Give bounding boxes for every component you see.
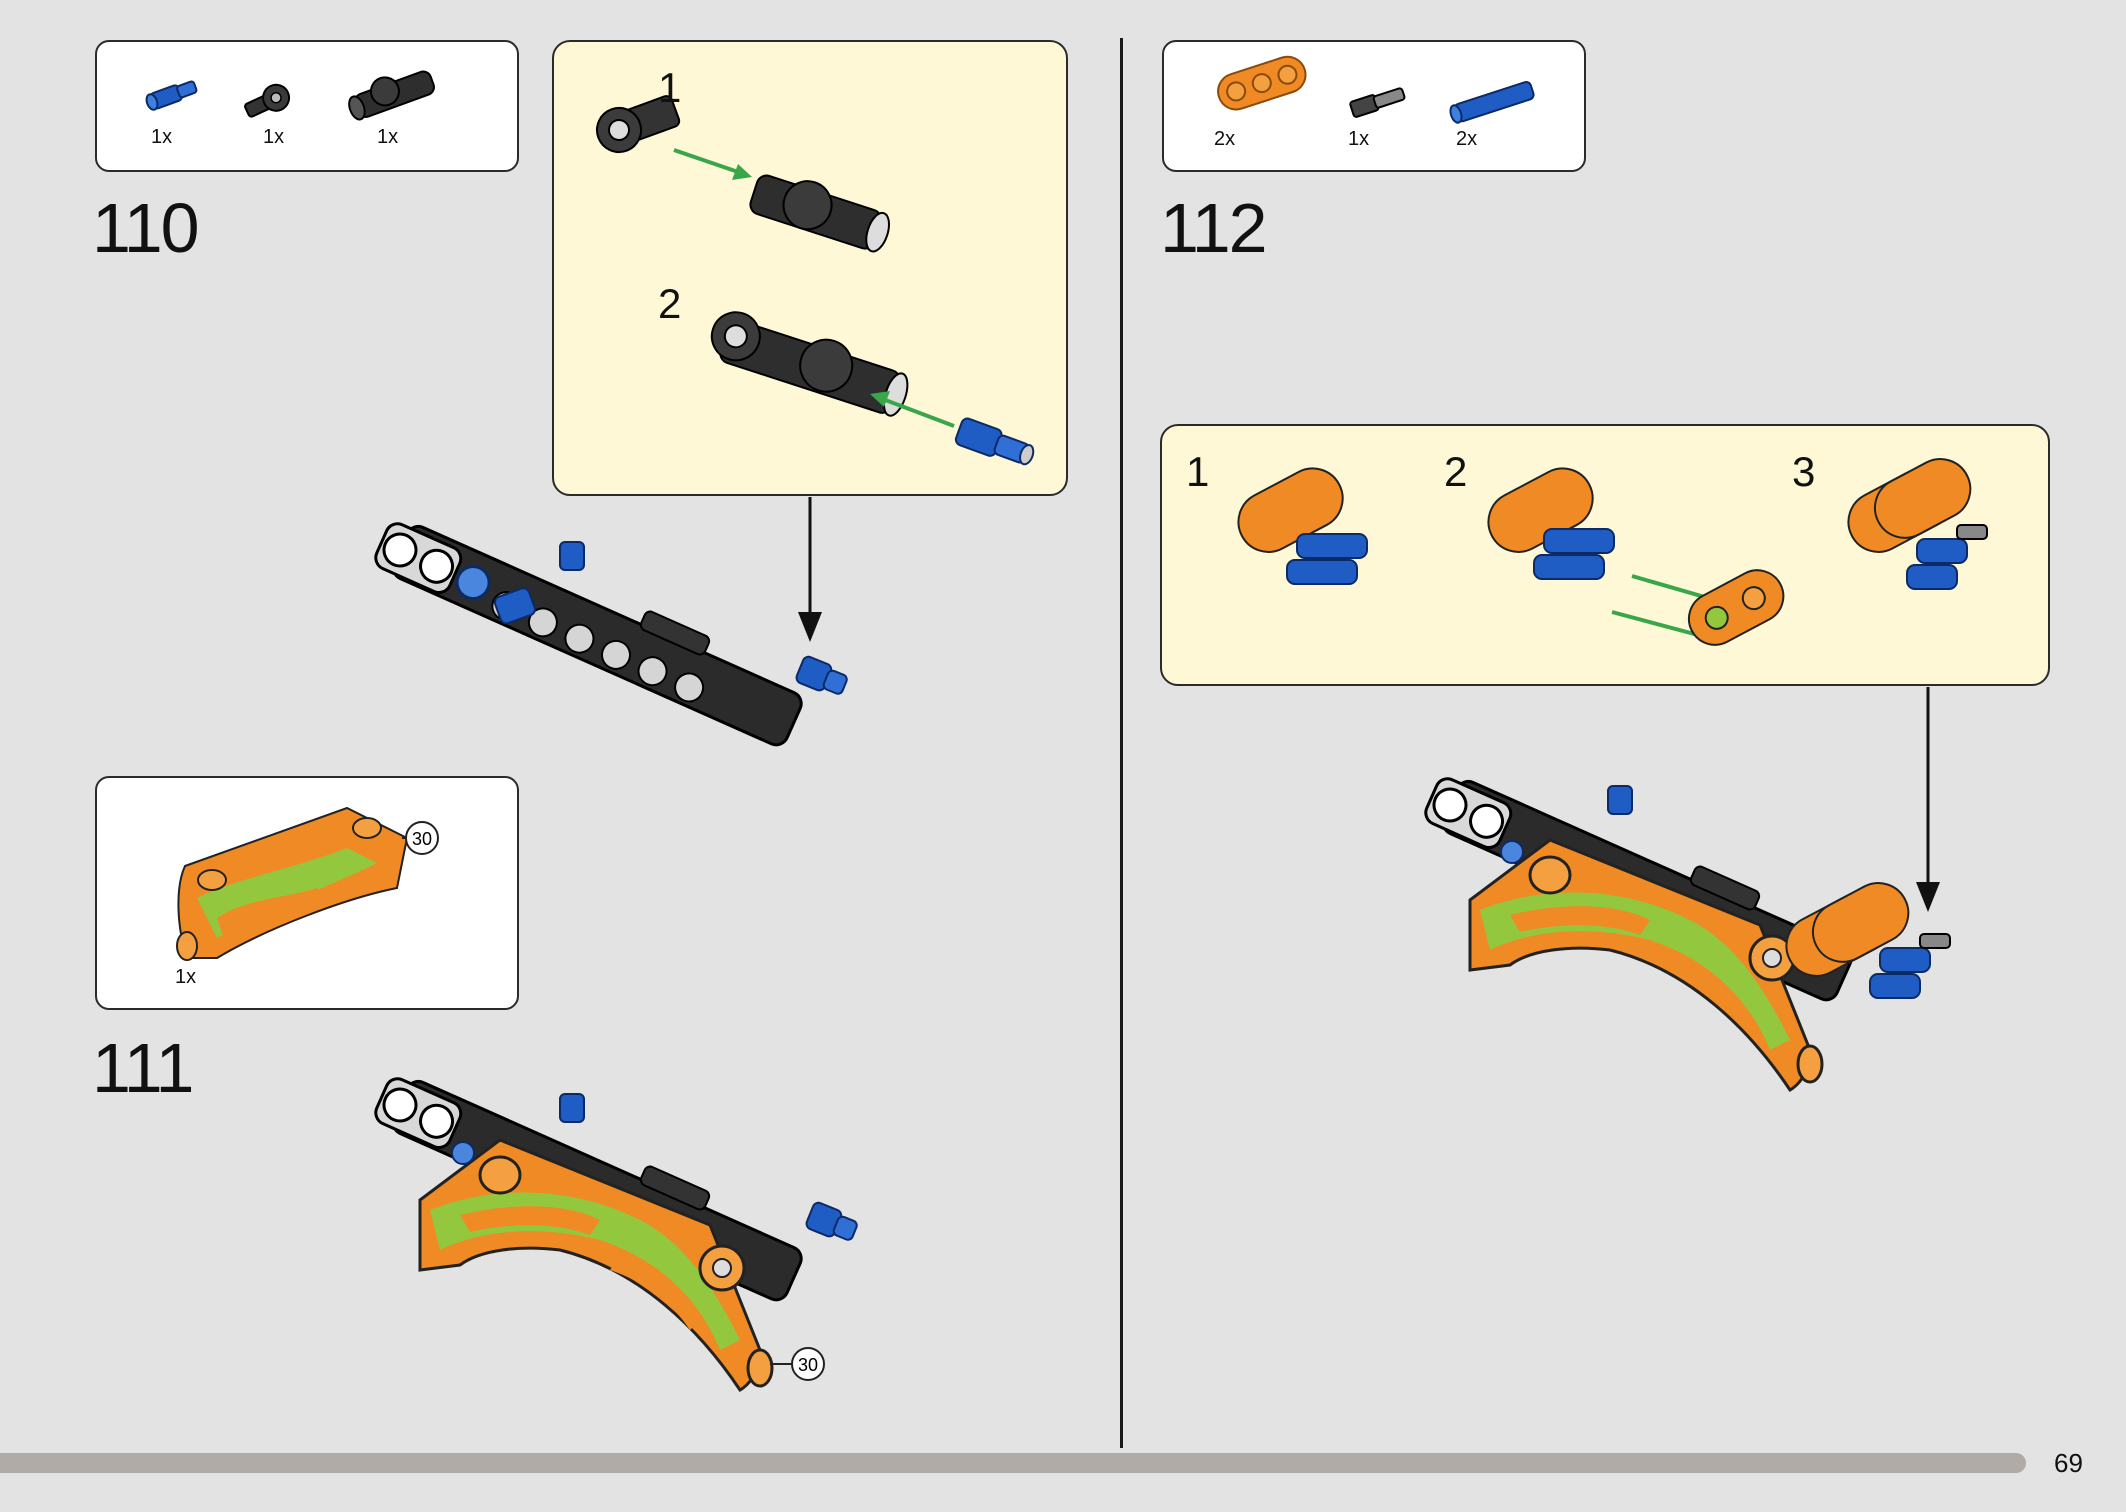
step-number: 112 xyxy=(1160,189,1268,267)
blue-axle-pin-part xyxy=(795,655,848,695)
camo-panel-icon xyxy=(176,806,409,961)
assembly-arrow xyxy=(1611,610,1703,638)
callout-number: 30 xyxy=(798,1355,818,1375)
callout-circle xyxy=(405,821,439,855)
part-qty: 1x xyxy=(151,126,173,148)
blue-axle-hole xyxy=(1500,840,1524,864)
assembly-arrow xyxy=(673,148,745,176)
orange-3-hole-beam-icon xyxy=(1217,55,1307,111)
parts-list-art xyxy=(1217,55,1535,124)
parts-list-step-112: 2x 1x 2x xyxy=(1162,40,1586,172)
assembly-arrowhead xyxy=(870,391,890,407)
camo-panel-part xyxy=(1468,838,1824,1092)
part-qty: 2x xyxy=(1456,128,1478,150)
orange-double-beam xyxy=(1785,882,1910,977)
blue-pin-part xyxy=(493,587,536,625)
grey-axle-pin-icon xyxy=(1349,87,1406,118)
blue-pin-pair xyxy=(1533,528,1615,580)
substep-number: 1 xyxy=(658,64,682,111)
pin-connector-part xyxy=(596,95,681,153)
orange-2-hole-beam xyxy=(1687,569,1785,646)
blue-pin-part xyxy=(559,541,585,571)
assembly-arrow xyxy=(879,396,955,428)
part-qty: 1x xyxy=(175,966,197,988)
substep-number: 1 xyxy=(1186,448,1210,495)
subassembly-step-110: 1 2 xyxy=(552,40,1068,496)
blue-axle-pin-icon xyxy=(145,80,198,111)
blue-pin-part xyxy=(559,1093,585,1123)
blue-axle-pin-part xyxy=(954,417,1035,466)
callout-circle xyxy=(791,1347,825,1381)
subassembly-pointer-arrowhead xyxy=(798,612,822,642)
step-number: 111 xyxy=(92,1029,194,1107)
subassembly-art xyxy=(596,95,1035,466)
parts-list-art xyxy=(145,70,435,121)
substep-number: 3 xyxy=(1792,448,1816,495)
blue-axle-hole xyxy=(451,1141,475,1165)
book-progress-bar xyxy=(0,1453,2026,1473)
part-qty: 2x xyxy=(1214,128,1236,150)
part-qty: 1x xyxy=(263,126,285,148)
subassembly-art xyxy=(1237,458,1988,646)
blue-pin-pair xyxy=(1906,524,1988,590)
camo-panel-part xyxy=(418,1138,774,1392)
black-pin-connector-icon xyxy=(244,83,291,118)
blue-pin-pair xyxy=(1869,933,1951,999)
parts-list-step-110: 1x 1x 1x xyxy=(95,40,519,172)
substep-number: 2 xyxy=(1444,448,1468,495)
blue-axle-pin-part xyxy=(805,1201,858,1241)
page-number: 69 xyxy=(2054,1448,2083,1478)
blue-pin-part xyxy=(1607,785,1633,815)
part-qty: 1x xyxy=(377,126,399,148)
blue-long-pin-icon xyxy=(1449,81,1535,124)
part-qty: 1x xyxy=(1348,128,1370,150)
subassembly-pointer-arrowhead xyxy=(1916,882,1940,912)
parts-list-step-111: 30 1x xyxy=(95,776,519,1010)
step-number: 110 xyxy=(92,189,200,267)
black-axle-connector-icon xyxy=(348,70,435,121)
page-column-divider xyxy=(1120,38,1123,1448)
blue-pin-pair xyxy=(1286,533,1368,585)
substep-number: 2 xyxy=(658,280,682,327)
axle-connector-part xyxy=(749,174,890,253)
assembly-arrowhead xyxy=(732,164,752,180)
orange-double-beam xyxy=(1847,458,1972,553)
subassembly-step-112: 1 2 3 xyxy=(1160,424,2050,686)
callout-number: 30 xyxy=(412,829,432,849)
parts-list-art: 30 xyxy=(176,806,439,961)
